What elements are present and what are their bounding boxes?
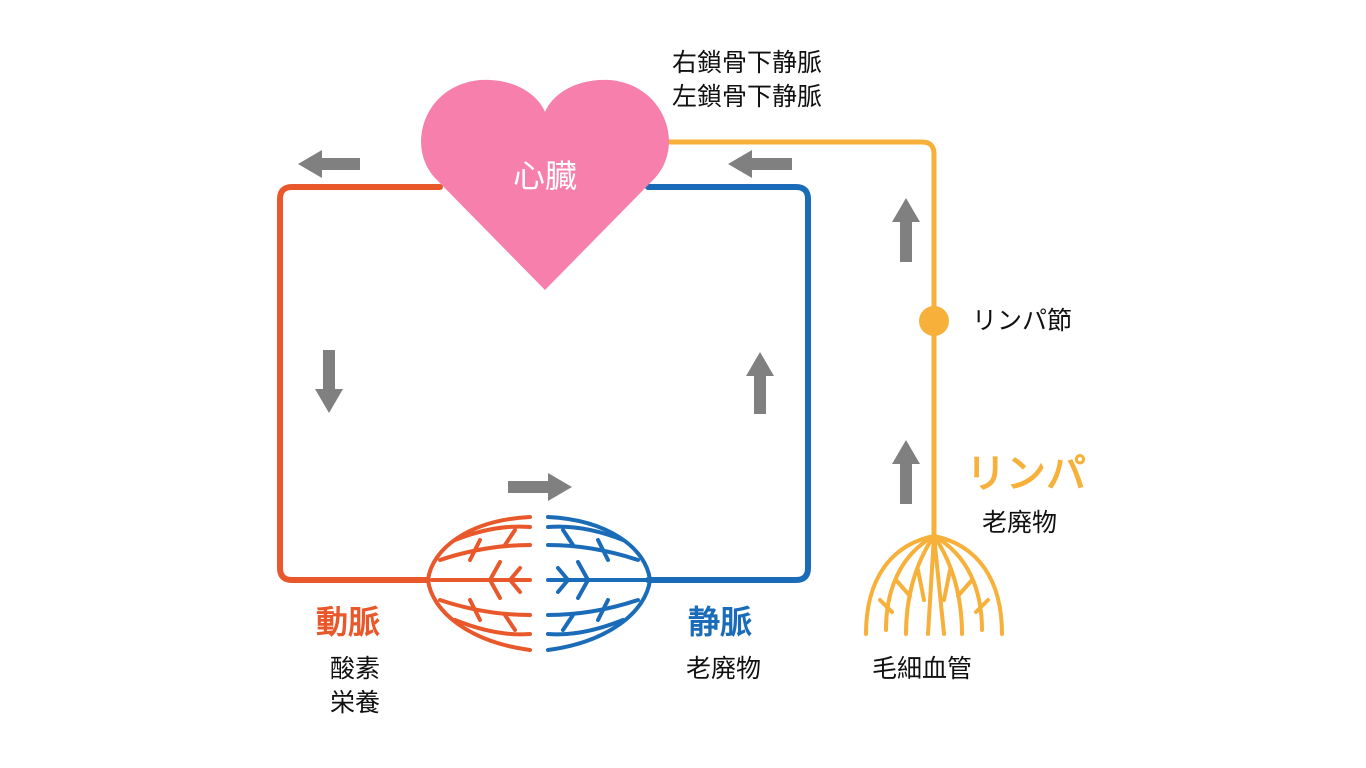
vein-carries-label: 老廃物 [686, 654, 762, 683]
artery-title: 動脈 [316, 603, 381, 641]
capillary-bed-artery [425, 515, 532, 652]
arrow-right-icon [508, 473, 572, 501]
artery-line [277, 184, 443, 583]
lymph-line [647, 139, 937, 539]
arrow-up-icon [892, 198, 920, 262]
vein-line [645, 184, 811, 583]
lymph-carries-label: 老廃物 [982, 508, 1058, 537]
arrow-left-icon [728, 150, 792, 178]
arrow-down-icon [315, 350, 343, 413]
artery-carries-label: 酸素 栄養 [330, 652, 380, 720]
heart-shape [421, 79, 669, 290]
capillary-bed-vein [546, 515, 653, 652]
left-subclavian-vein-label: 左鎖骨下静脈 [672, 82, 823, 111]
capillary-label: 毛細血管 [872, 654, 973, 683]
arrow-up-icon [746, 352, 774, 414]
lymph-capillaries [864, 534, 1004, 636]
lymph-node [919, 306, 949, 336]
artery-carries-oxygen: 酸素 [330, 654, 381, 683]
lymph-node-label: リンパ節 [972, 306, 1073, 335]
arrow-up-icon [892, 440, 920, 504]
subclavian-veins-label: 右鎖骨下静脈 左鎖骨下静脈 [672, 46, 822, 114]
lymph-title: リンパ [966, 451, 1086, 497]
right-subclavian-vein-label: 右鎖骨下静脈 [672, 48, 823, 77]
arrow-left-icon [298, 150, 360, 178]
artery-carries-nutrients: 栄養 [330, 688, 381, 717]
flow-arrows [298, 150, 920, 504]
heart-label: 心臓 [512, 157, 577, 195]
vein-title: 静脈 [688, 603, 753, 641]
